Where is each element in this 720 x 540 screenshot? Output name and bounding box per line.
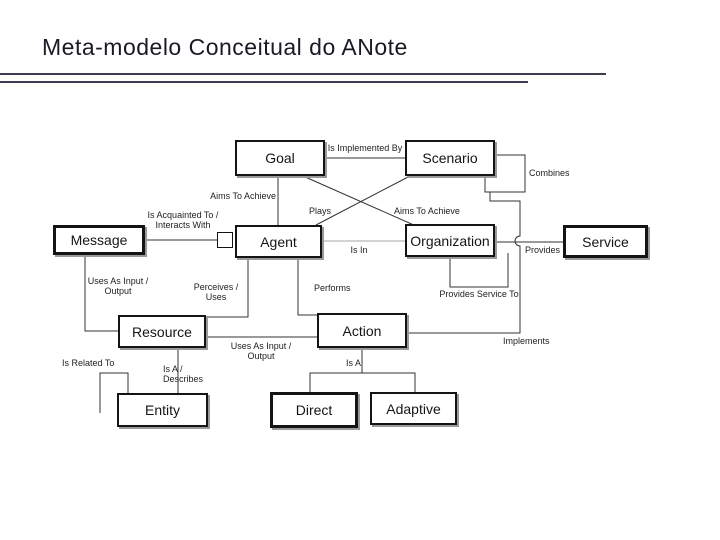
title-underline-top [0, 73, 606, 75]
edge-label-uses-as-input-output-message: Uses As Input / Output [87, 276, 149, 296]
edge-label-uses-as-input-output-resource: Uses As Input / Output [230, 341, 292, 361]
edge-label-is-implemented-by: Is Implemented By [327, 143, 403, 153]
node-direct: Direct [270, 392, 358, 428]
aggregation-square-agent [217, 232, 233, 248]
edge-label-performs: Performs [314, 283, 351, 293]
node-agent: Agent [235, 225, 322, 258]
node-organization: Organization [405, 224, 495, 257]
edge-scenario-combines-loop [484, 154, 526, 193]
edge-label-perceives-uses: Perceives / Uses [193, 282, 239, 302]
edge-scenario-action-implements [407, 192, 521, 334]
edge-goal-organization-diagonal [302, 175, 417, 227]
slide-title: Meta-modelo Conceitual do ANote [42, 34, 408, 60]
edge-label-is-acquainted: Is Acquainted To / Interacts With [147, 210, 219, 230]
edge-action-subtypes [309, 348, 416, 392]
node-scenario: Scenario [405, 140, 495, 176]
edge-label-provides-service-to: Provides Service To [439, 289, 519, 299]
node-message: Message [53, 225, 145, 255]
edge-label-implements: Implements [503, 336, 550, 346]
edge-label-provides: Provides [525, 245, 561, 255]
edge-label-aims-to-achieve-right: Aims To Achieve [394, 206, 460, 216]
edge-label-is-in: Is In [350, 245, 368, 255]
edge-message-resource [84, 254, 118, 332]
edge-label-is-a: Is A [346, 358, 362, 368]
node-goal: Goal [235, 140, 325, 176]
node-service: Service [563, 225, 648, 258]
node-action: Action [317, 313, 407, 348]
edge-label-combines: Combines [529, 168, 570, 178]
edge-agent-resource [206, 258, 249, 318]
edge-label-is-a-describes: Is A / Describes [163, 364, 204, 384]
edge-agent-action [297, 258, 317, 316]
edge-label-is-related-to: Is Related To [62, 358, 115, 368]
edge-entity-self-loop [99, 372, 129, 413]
edge-label-aims-to-achieve-left: Aims To Achieve [210, 191, 276, 201]
edge-organization-self-loop [449, 253, 509, 288]
edge-scenario-agent-diagonal [315, 175, 411, 226]
node-adaptive: Adaptive [370, 392, 457, 425]
node-entity: Entity [117, 393, 208, 427]
title-underline-bottom [0, 81, 528, 83]
node-resource: Resource [118, 315, 206, 348]
edge-label-plays: Plays [309, 206, 332, 216]
